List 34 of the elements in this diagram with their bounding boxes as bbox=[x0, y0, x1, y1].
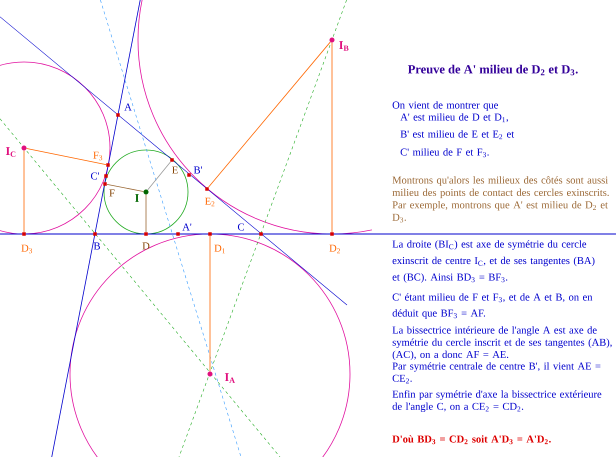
point-label: B' bbox=[194, 166, 202, 174]
point-label: I$_{B}$ bbox=[339, 41, 349, 51]
paragraph: A' est milieu de D et D$_{1}$, bbox=[400, 113, 508, 122]
paragraph: C' étant milieu de F et F$_{3}$, et de A et B, on en déduit que BF$_{3}$ = AF. bbox=[392, 293, 592, 319]
point-label: B bbox=[94, 242, 100, 250]
paragraph: Montrons qu'alors les milieux des côtés sont aussi milieu des points de contact des cercles exinscrits. Par exemple, montrons que A' est milieu de D$_{2}$ et D$_{3}$. bbox=[392, 176, 609, 222]
point-label: A bbox=[124, 104, 132, 110]
paragraph: C' milieu de F et F$_{3}$. bbox=[400, 148, 489, 158]
paragraph: La droite (BI$_{C}$) est axe de symétrie du cercle exinscrit de centre I$_{C}$, et de ses tangentes (BA) et (BC). Ainsi BD$_{3}$ = BF$_{3}$. bbox=[392, 240, 595, 283]
segment bbox=[26, 148, 106, 165]
point-label: I$_{A}$ bbox=[224, 373, 235, 383]
point-label: I bbox=[135, 194, 139, 202]
point-label: D$_{2}$ bbox=[329, 244, 340, 254]
paragraph: On vient de montrer que bbox=[392, 101, 498, 111]
paragraph: Enfin par symétrie d'axe la bissectrice extérieure de l'angle C, on a CE$_{2}$ = CD$_{2}$. bbox=[392, 390, 602, 412]
paragraph: La bissectrice intérieure de l'angle A est axe de symétrie du cercle inscrit et de ses tangentes (AB), (AC), on a donc AF = AE. bbox=[392, 326, 612, 360]
point-label: A' bbox=[182, 224, 192, 230]
point-label: F$_{3}$ bbox=[93, 152, 102, 160]
point-label: F bbox=[109, 190, 115, 196]
point-label: C' bbox=[90, 172, 99, 180]
title: Preuve de A' milieu de D$_{2}$ et D$_{3}$. bbox=[408, 64, 578, 76]
paragraph: B' est milieu de E et E$_{2}$ et bbox=[400, 130, 514, 140]
paragraph: Par symétrie centrale de centre B', il vient AE = CE$_{2}$. bbox=[392, 362, 600, 384]
point-label: I$_{C}$ bbox=[6, 147, 16, 157]
segment bbox=[208, 42, 331, 188]
point-label: E bbox=[172, 166, 178, 174]
segment bbox=[147, 162, 171, 190]
point-label: E$_{2}$ bbox=[205, 198, 214, 206]
point-label: D bbox=[142, 242, 150, 250]
point-label: D$_{3}$ bbox=[21, 244, 32, 254]
paragraph: D'où BD$_{3}$ = CD$_{2}$ soit A'D$_{3}$ = A'D$_{2}$. bbox=[392, 435, 551, 444]
segment bbox=[106, 184, 144, 192]
point-label: D$_{1}$ bbox=[214, 244, 225, 254]
point-label: C bbox=[238, 223, 244, 231]
